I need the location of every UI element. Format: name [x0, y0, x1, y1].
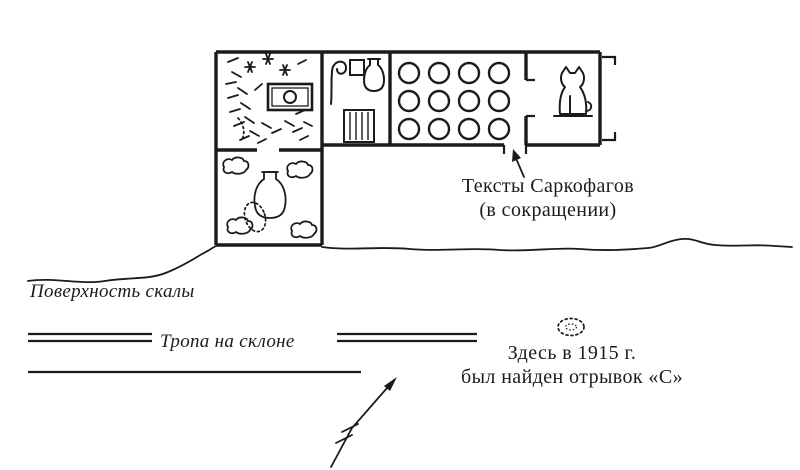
coffin-circle-icon	[457, 89, 481, 113]
rubble-blob-icon	[222, 156, 318, 239]
coffin-circle-icon	[457, 61, 481, 85]
box-icon	[349, 59, 365, 76]
fragment-label-line1: Здесь в 1915 г.	[508, 342, 636, 364]
coffin-texts-label-line2: (в сокращении)	[479, 199, 616, 221]
coffin-circle-icon	[397, 117, 421, 141]
coffin-circle-icon	[427, 89, 451, 113]
offering-compartment	[330, 58, 385, 143]
coffin-text-circles	[397, 61, 511, 141]
hatched-chest-icon	[343, 109, 375, 143]
coffin-circle-icon	[487, 61, 511, 85]
coffin-circle-icon	[487, 117, 511, 141]
fragment-label-line2: был найден отрывок «С»	[461, 366, 683, 388]
slope-path-label: Тропа на склоне	[160, 331, 295, 352]
rock-surface-label: Поверхность скалы	[29, 281, 195, 302]
label-arrowhead-icon	[512, 149, 521, 162]
coffin-circle-icon	[397, 89, 421, 113]
fragment-group: Здесь в 1915 г. был найден отрывок «С»	[461, 317, 683, 388]
coffin-texts-label-line1: Тексты Саркофагов	[462, 175, 634, 197]
descent-arrow-icon	[330, 377, 397, 468]
entrance-bracket-icon	[602, 55, 617, 142]
coffin-circle-icon	[427, 117, 451, 141]
coffin-circle-icon	[427, 61, 451, 85]
tomb-walls	[214, 50, 617, 247]
lower-chamber	[222, 156, 318, 239]
dotted-fragment-icon	[557, 317, 585, 337]
rock-surface-group: Поверхность скалы	[27, 238, 793, 302]
crook-staff-icon	[330, 60, 347, 105]
cat-statue-icon	[553, 66, 593, 117]
vessel-icon	[253, 171, 287, 219]
coffin-circle-icon	[397, 61, 421, 85]
scattered-debris-marks	[225, 53, 313, 144]
debris-chamber	[225, 53, 314, 144]
coffin-circle-icon	[487, 89, 511, 113]
statue-room	[553, 66, 593, 117]
slope-path-group: Тропа на склоне	[28, 331, 477, 374]
coffin-texts-label-group: Тексты Саркофагов (в сокращении)	[462, 149, 634, 221]
sarcophagus-with-oval-icon	[266, 82, 314, 112]
jar-icon	[363, 58, 385, 92]
rock-surface-line	[27, 245, 217, 284]
coffin-circle-icon	[457, 117, 481, 141]
rock-surface-line-right	[321, 238, 793, 252]
dotted-oval-icon	[243, 201, 267, 233]
